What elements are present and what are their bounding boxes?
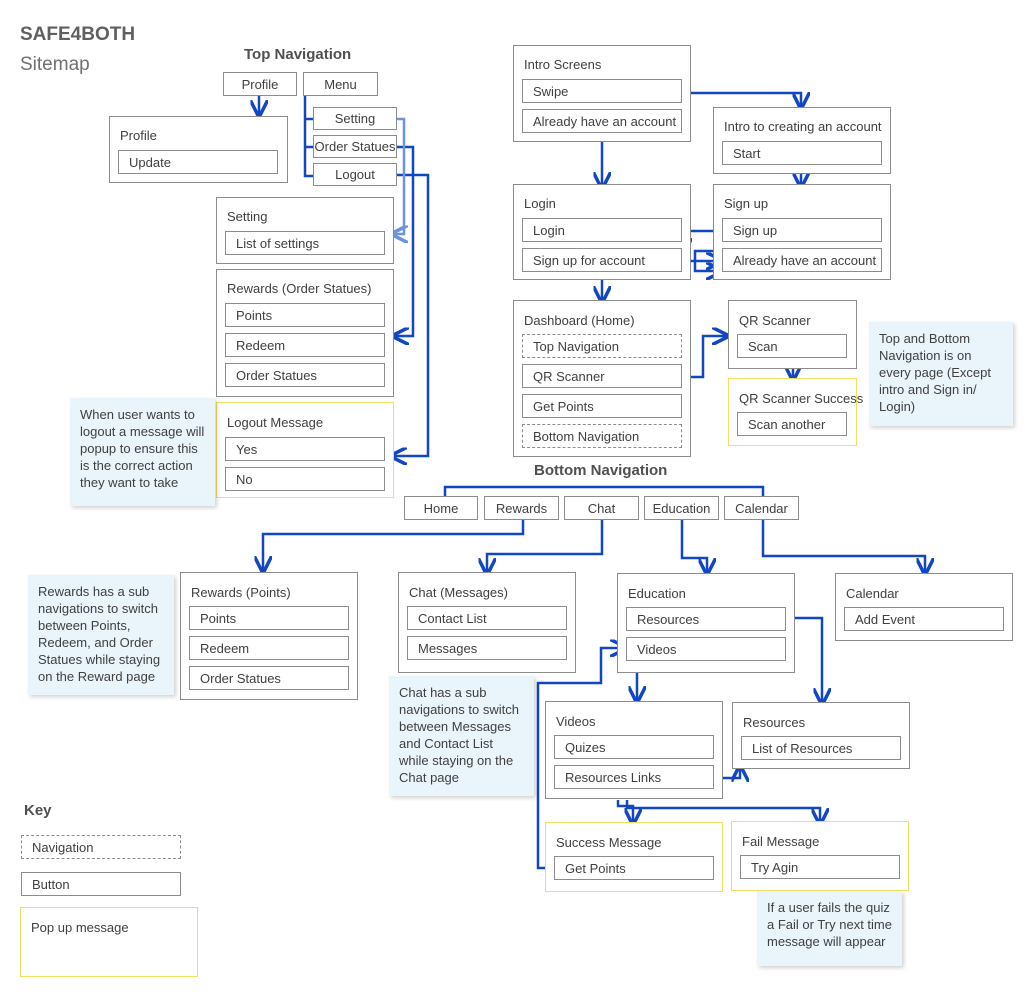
tab-education[interactable]: Education xyxy=(644,496,719,520)
resources-button[interactable]: Resources xyxy=(626,607,786,631)
order-statues-button[interactable]: Order Statues xyxy=(225,363,385,387)
bottom-navigation-heading: Bottom Navigation xyxy=(534,462,668,479)
setting-menu-button[interactable]: Setting xyxy=(313,107,397,130)
key-popup-label: Pop up message xyxy=(31,920,129,935)
list-of-resources-button[interactable]: List of Resources xyxy=(741,736,901,760)
quizes-button[interactable]: Quizes xyxy=(554,735,714,759)
rewards-order-statues-title: Rewards (Order Statues) xyxy=(227,281,372,296)
rewards-order-statues-button[interactable]: Order Statues xyxy=(189,666,349,690)
dashboard-title: Dashboard (Home) xyxy=(524,313,635,328)
top-navigation-heading: Top Navigation xyxy=(244,46,352,63)
profile-nav-button[interactable]: Profile xyxy=(223,72,297,96)
logout-note: When user wants to logout a message will… xyxy=(70,398,215,506)
chat-messages-title: Chat (Messages) xyxy=(409,585,508,600)
contact-list-button[interactable]: Contact List xyxy=(407,606,567,630)
order-statues-menu-button[interactable]: Order Statues xyxy=(313,135,397,158)
sign-up-button[interactable]: Sign up xyxy=(722,218,882,242)
signup-already-have-account-button[interactable]: Already have an account xyxy=(722,248,882,272)
try-again-button[interactable]: Try Agin xyxy=(740,855,900,879)
qr-scanner-title: QR Scanner xyxy=(739,313,811,328)
calendar-title: Calendar xyxy=(846,586,899,601)
bottom-navigation-link[interactable]: Bottom Navigation xyxy=(522,424,682,448)
success-message-title: Success Message xyxy=(556,835,662,850)
menu-nav-button[interactable]: Menu xyxy=(303,72,378,96)
profile-page-title: Profile xyxy=(120,128,157,143)
list-of-settings-button[interactable]: List of settings xyxy=(225,231,385,255)
tab-calendar[interactable]: Calendar xyxy=(724,496,799,520)
tab-rewards[interactable]: Rewards xyxy=(484,496,559,520)
app-title: SAFE4BOTH xyxy=(20,24,136,45)
quiz-fail-note: If a user fails the quiz a Fail or Try n… xyxy=(757,891,902,966)
already-have-account-button[interactable]: Already have an account xyxy=(522,109,682,133)
rewards-points-button[interactable]: Points xyxy=(189,606,349,630)
tab-home[interactable]: Home xyxy=(404,496,478,520)
qr-scanner-button[interactable]: QR Scanner xyxy=(522,364,682,388)
resources-title: Resources xyxy=(743,715,806,730)
rewards-points-title: Rewards (Points) xyxy=(191,585,291,600)
key-heading: Key xyxy=(24,802,52,819)
rewards-redeem-button[interactable]: Redeem xyxy=(189,636,349,660)
chat-note: Chat has a sub navigations to switch bet… xyxy=(389,676,534,796)
update-button[interactable]: Update xyxy=(118,150,278,174)
sign-up-title: Sign up xyxy=(724,196,769,211)
messages-button[interactable]: Messages xyxy=(407,636,567,660)
setting-page-title: Setting xyxy=(227,209,268,224)
fail-message-title: Fail Message xyxy=(742,834,820,849)
qr-scanner-success-title: QR Scanner Success xyxy=(739,391,864,406)
scan-another-button[interactable]: Scan another xyxy=(737,412,847,436)
sign-up-for-account-button[interactable]: Sign up for account xyxy=(522,248,682,272)
videos-title: Videos xyxy=(556,714,596,729)
key-popup: Pop up message xyxy=(20,907,198,977)
no-button[interactable]: No xyxy=(225,467,385,491)
points-button[interactable]: Points xyxy=(225,303,385,327)
yes-button[interactable]: Yes xyxy=(225,437,385,461)
success-get-points-button[interactable]: Get Points xyxy=(554,856,714,880)
logout-menu-button[interactable]: Logout xyxy=(313,163,397,186)
swipe-button[interactable]: Swipe xyxy=(522,79,682,103)
key-button: Button xyxy=(21,872,181,896)
scan-button[interactable]: Scan xyxy=(737,334,847,358)
navigation-note: Top and Bottom Navigation is on every pa… xyxy=(869,322,1013,426)
page-subtitle: Sitemap xyxy=(20,54,90,75)
logout-message-title: Logout Message xyxy=(227,415,324,430)
add-event-button[interactable]: Add Event xyxy=(844,607,1004,631)
start-button[interactable]: Start xyxy=(722,141,882,165)
intro-screens-title: Intro Screens xyxy=(524,57,602,72)
get-points-button[interactable]: Get Points xyxy=(522,394,682,418)
education-title: Education xyxy=(628,586,686,601)
top-navigation-link[interactable]: Top Navigation xyxy=(522,334,682,358)
login-button[interactable]: Login xyxy=(522,218,682,242)
rewards-note: Rewards has a sub navigations to switch … xyxy=(28,575,174,695)
resources-links-button[interactable]: Resources Links xyxy=(554,765,714,789)
redeem-button[interactable]: Redeem xyxy=(225,333,385,357)
tab-chat[interactable]: Chat xyxy=(564,496,639,520)
login-title: Login xyxy=(524,196,556,211)
intro-creating-account-title: Intro to creating an account xyxy=(724,119,882,134)
key-navigation: Navigation xyxy=(21,835,181,859)
videos-button[interactable]: Videos xyxy=(626,637,786,661)
